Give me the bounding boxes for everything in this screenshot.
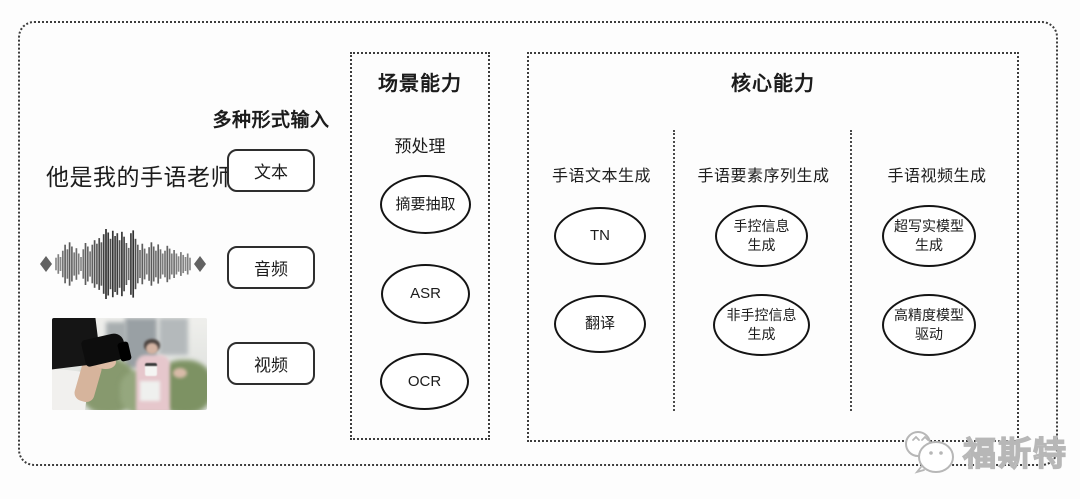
node-label: ASR bbox=[410, 285, 441, 303]
watermark-mascot-icon bbox=[905, 431, 954, 474]
column-divider-2 bbox=[850, 130, 852, 411]
inputs-heading: 多种形式输入 bbox=[212, 110, 330, 131]
scene-node-summary-extraction: 摘要抽取 bbox=[380, 175, 471, 234]
core-node-translation: 翻译 bbox=[554, 295, 646, 353]
reporter-hand bbox=[172, 367, 187, 378]
core-node-high-precision-model-driving: 高精度模型 驱动 bbox=[882, 294, 976, 356]
input-text-node: 文本 bbox=[227, 149, 315, 192]
watermark-text: 福斯特 bbox=[962, 434, 1068, 472]
outer-dashed-border bbox=[18, 21, 1058, 466]
core-node-manual-info-generation: 手控信息 生成 bbox=[715, 205, 808, 267]
microphone bbox=[145, 363, 158, 376]
input-audio-node: 音频 bbox=[227, 246, 315, 289]
column-label-sign-element-sequence-generation: 手语要素序列生成 bbox=[697, 168, 830, 185]
reporter-head bbox=[145, 342, 159, 354]
video-thumbnail bbox=[52, 318, 207, 410]
node-label: 摘要抽取 bbox=[395, 195, 456, 213]
node-label: 翻译 bbox=[584, 315, 615, 333]
node-label-line: 生成 bbox=[915, 237, 943, 253]
scene-box-title: 场景能力 bbox=[378, 73, 462, 95]
sample-sentence-text: 他是我的手语老师 bbox=[46, 164, 234, 190]
node-label-line: 超写实模型 bbox=[894, 218, 964, 235]
scene-node-ocr: OCR bbox=[380, 353, 469, 410]
column-label-sign-video-generation: 手语视频生成 bbox=[887, 168, 987, 185]
audio-waveform-icon bbox=[40, 229, 206, 299]
core-capability-box: 核心能力 手语文本生成 手语要素序列生成 手语视频生成 TN 翻译 手控信息 生… bbox=[527, 52, 1019, 442]
photo-building bbox=[158, 318, 189, 355]
core-node-non-manual-info-generation: 非手控信息 生成 bbox=[713, 294, 810, 356]
node-label-line: 高精度模型 bbox=[894, 307, 964, 324]
reporter-notes bbox=[140, 380, 161, 401]
core-node-hyperrealistic-model-generation: 超写实模型 生成 bbox=[882, 205, 976, 267]
preprocessing-label: 预处理 bbox=[394, 137, 446, 156]
input-video-node: 视频 bbox=[227, 342, 315, 385]
node-label-line: 非手控信息 bbox=[726, 307, 797, 324]
node-label: TN bbox=[590, 227, 610, 245]
node-label: OCR bbox=[407, 372, 442, 390]
core-box-title: 核心能力 bbox=[731, 73, 815, 95]
scene-capability-box: 场景能力 预处理 摘要抽取 ASR OCR bbox=[350, 52, 490, 440]
core-node-tn: TN bbox=[554, 207, 646, 265]
column-label-sign-text-generation: 手语文本生成 bbox=[551, 168, 651, 185]
column-divider-1 bbox=[673, 130, 675, 411]
watermark: 福斯特 bbox=[901, 426, 1068, 476]
node-label-line: 生成 bbox=[747, 237, 776, 253]
node-label-line: 驱动 bbox=[915, 326, 943, 342]
node-label-line: 手控信息 bbox=[733, 218, 790, 235]
scene-node-asr: ASR bbox=[381, 264, 470, 324]
node-label-line: 生成 bbox=[747, 326, 776, 342]
